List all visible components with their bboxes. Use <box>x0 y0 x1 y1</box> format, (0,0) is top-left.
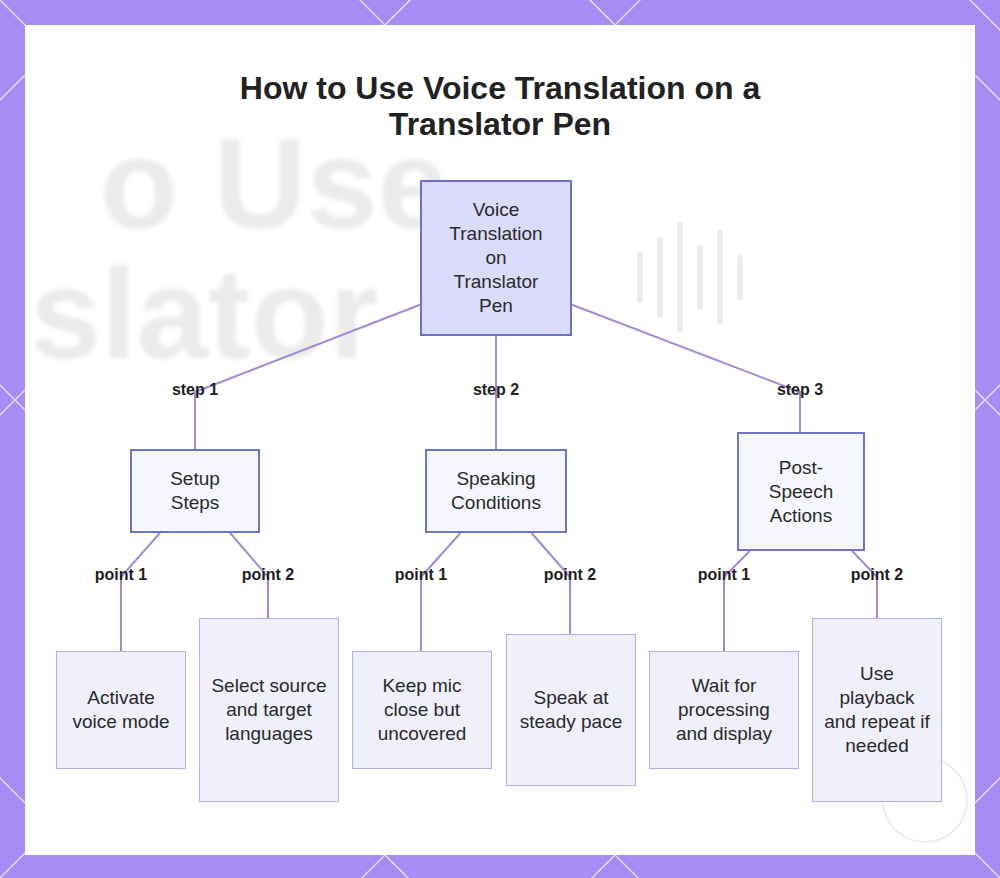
watermark-text: slator <box>30 250 379 378</box>
connector-line <box>121 533 160 651</box>
edge-label: point 2 <box>851 566 903 584</box>
edge-label: point 1 <box>395 566 447 584</box>
connector-line <box>572 305 800 432</box>
node-text: Select source and target languages <box>210 674 328 746</box>
point-box: Speak at steady pace <box>506 634 636 786</box>
edge-label: point 2 <box>544 566 596 584</box>
step-box: Setup Steps <box>130 449 260 533</box>
edge-label: point 1 <box>698 566 750 584</box>
root-box: Voice Translation on Translator Pen <box>420 180 572 336</box>
point-box: Select source and target languages <box>199 618 339 802</box>
edge-label: point 2 <box>242 566 294 584</box>
connector-line <box>852 551 877 618</box>
node-text: Keep mic close but uncovered <box>363 674 481 746</box>
edge-label: step 2 <box>473 381 519 399</box>
point-box: Use playback and repeat if needed <box>812 618 942 802</box>
node-text: Post-Speech Actions <box>751 456 851 528</box>
point-box: Keep mic close but uncovered <box>352 651 492 769</box>
node-text: Speaking Conditions <box>439 467 553 515</box>
node-text: Setup Steps <box>144 467 246 515</box>
connector-line <box>532 533 571 634</box>
edge-label: step 3 <box>777 381 823 399</box>
connector-line <box>195 305 420 449</box>
node-text: Speak at steady pace <box>517 686 625 734</box>
node-text: Use playback and repeat if needed <box>823 662 931 758</box>
point-box: Activate voice mode <box>56 651 186 769</box>
connector-line <box>421 533 461 651</box>
node-text: Wait for processing and display <box>660 674 788 746</box>
step-box: Post-Speech Actions <box>737 432 865 551</box>
edge-label: point 1 <box>95 566 147 584</box>
point-box: Wait for processing and display <box>649 651 799 769</box>
step-box: Speaking Conditions <box>425 449 567 533</box>
edge-label: step 1 <box>172 381 218 399</box>
diagram-title: How to Use Voice Translation on a Transl… <box>200 70 800 142</box>
node-text: Voice Translation on Translator Pen <box>444 198 548 318</box>
node-text: Activate voice mode <box>67 686 175 734</box>
